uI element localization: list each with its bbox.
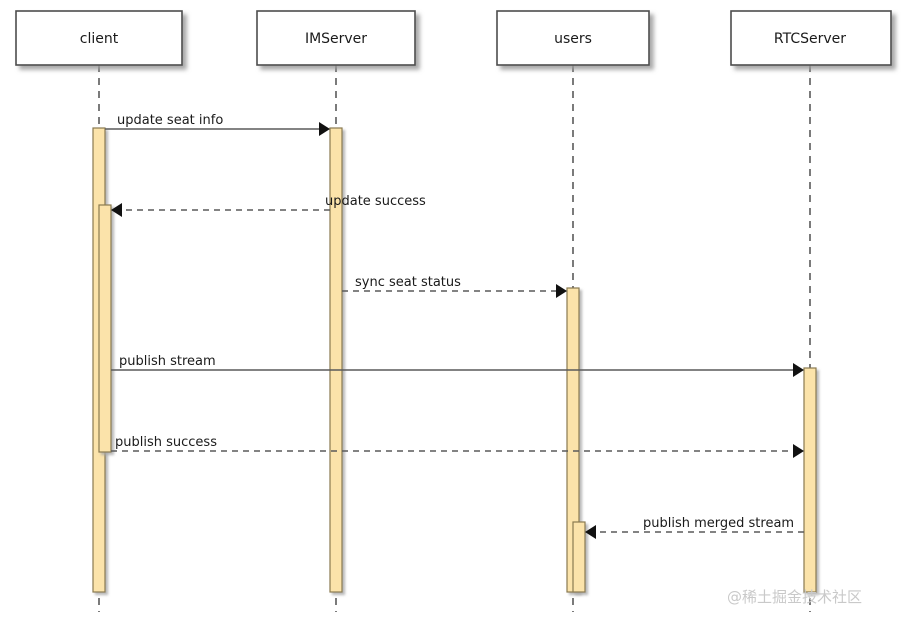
participant-users[interactable]: users — [496, 10, 650, 66]
message-2[interactable]: update success — [111, 194, 426, 217]
participant-box-users — [496, 10, 650, 66]
message-arrowhead-3 — [556, 284, 567, 298]
activation-bar-client-1 — [98, 204, 112, 453]
activation-bar-rtcserver-0 — [803, 367, 817, 593]
messages-group: update seat info update success sync seat … — [105, 113, 804, 539]
participant-label-client: client — [80, 31, 119, 47]
message-1[interactable]: update seat info — [105, 113, 330, 136]
message-arrowhead-2 — [111, 203, 122, 217]
message-3[interactable]: sync seat status — [342, 275, 567, 298]
participant-label-rtcserver: RTCServer — [774, 31, 846, 47]
participant-rtcserver[interactable]: RTCServer — [730, 10, 892, 66]
message-label-3: sync seat status — [355, 275, 461, 290]
participant-box-client — [15, 10, 183, 66]
watermark-text: @稀土掘金技术社区 — [727, 588, 862, 606]
message-label-5: publish success — [115, 435, 217, 450]
participant-box-rtcserver — [730, 10, 892, 66]
participant-label-imserver: IMServer — [305, 31, 367, 47]
message-arrowhead-1 — [319, 122, 330, 136]
participant-boxes-group: client IMServer users RTCServer — [15, 10, 892, 66]
message-label-1: update seat info — [117, 113, 223, 128]
participant-imserver[interactable]: IMServer — [256, 10, 416, 66]
message-5[interactable]: publish success — [111, 435, 804, 458]
message-label-6: publish merged stream — [643, 516, 794, 531]
watermark: @稀土掘金技术社区 — [727, 588, 862, 606]
participant-box-imserver — [256, 10, 416, 66]
message-label-2: update success — [325, 194, 426, 209]
message-4[interactable]: publish stream — [111, 354, 804, 377]
participant-label-users: users — [554, 31, 592, 47]
message-arrowhead-5 — [793, 444, 804, 458]
activation-bar-imserver-0 — [329, 127, 343, 593]
message-label-4: publish stream — [119, 354, 216, 369]
message-arrowhead-4 — [793, 363, 804, 377]
activation-bar-users-1 — [572, 521, 586, 593]
message-6[interactable]: publish merged stream — [585, 516, 804, 539]
participant-client[interactable]: client — [15, 10, 183, 66]
message-arrowhead-6 — [585, 525, 596, 539]
activation-bars-group — [92, 127, 817, 593]
